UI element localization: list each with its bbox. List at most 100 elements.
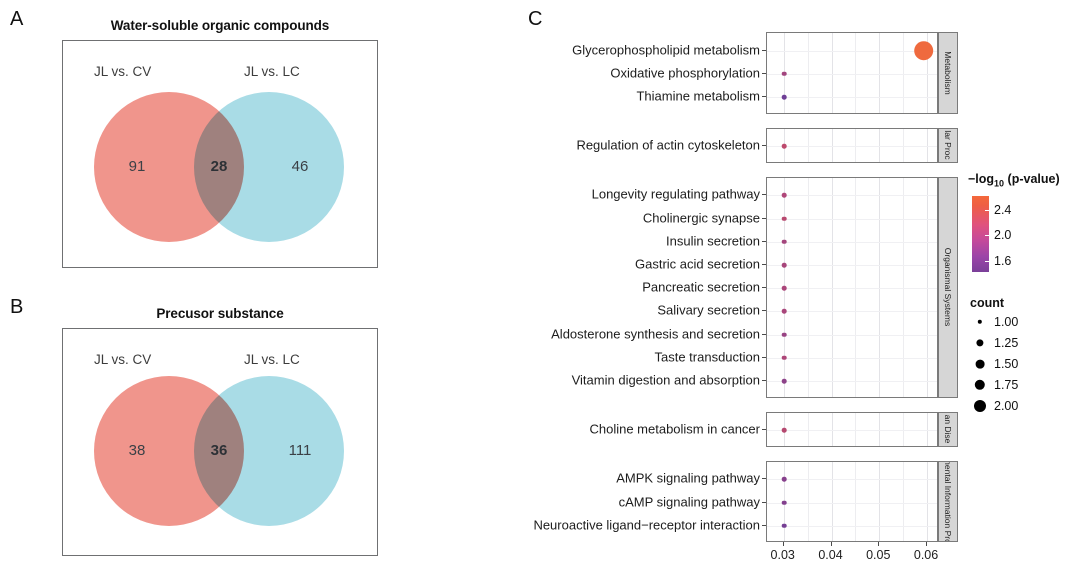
data-point[interactable]	[781, 262, 787, 268]
category-label: Regulation of actin cytoskeleton	[576, 137, 760, 153]
facet-panel	[766, 460, 938, 543]
data-point[interactable]	[781, 523, 787, 529]
gridline-vertical-major	[831, 177, 833, 397]
gridline-vertical-major	[927, 33, 929, 113]
color-legend-label: 2.4	[994, 202, 1012, 217]
gridline-horizontal	[767, 288, 937, 290]
facet-strip: Organismal Systems	[938, 176, 958, 398]
gridline-horizontal	[767, 311, 937, 313]
data-point[interactable]	[781, 309, 787, 314]
panel-letter-a: A	[10, 8, 24, 30]
y-axis-tick	[762, 429, 766, 431]
gridline-vertical-minor	[903, 33, 905, 113]
gridline-horizontal	[767, 334, 937, 336]
gridline-vertical-minor	[855, 128, 857, 162]
category-label: Choline metabolism in cancer	[589, 421, 760, 437]
facet-strip-label: lar Proc	[943, 130, 953, 160]
data-point[interactable]	[781, 216, 787, 221]
y-axis-tick	[762, 49, 766, 51]
gridline-vertical-minor	[807, 412, 809, 446]
facet-strip: an Dise	[938, 411, 958, 447]
gridline-horizontal	[767, 264, 937, 266]
venn-panel-a: Water-soluble organic compounds JL vs. C…	[62, 18, 378, 270]
y-axis-tick	[762, 478, 766, 480]
gridline-horizontal	[767, 218, 937, 220]
data-point[interactable]	[781, 143, 787, 149]
gridline-vertical-major	[879, 33, 881, 113]
gridline-vertical-minor	[903, 177, 905, 397]
gridline-horizontal	[767, 73, 937, 75]
gridline-vertical-minor	[855, 461, 857, 542]
y-axis-tick	[762, 217, 766, 219]
y-axis-tick	[762, 72, 766, 74]
data-point[interactable]	[781, 427, 787, 433]
y-axis-tick	[762, 333, 766, 335]
gridline-vertical-minor	[855, 412, 857, 446]
gridline-horizontal	[767, 380, 937, 382]
gridline-vertical-minor	[903, 412, 905, 446]
panel-letter-b: B	[10, 296, 24, 318]
color-legend-tick	[985, 260, 989, 262]
x-axis-tick	[782, 542, 784, 547]
size-legend-label: 1.50	[994, 357, 1019, 371]
venn-count-right-b: 111	[288, 442, 312, 459]
gridline-vertical-major	[927, 177, 929, 397]
y-axis-tick	[762, 356, 766, 358]
data-point[interactable]	[781, 332, 787, 337]
facet-strip: nental Information Pro	[938, 460, 958, 543]
facet-strip: Metabolism	[938, 32, 958, 114]
category-label: Glycerophospholipid metabolism	[572, 42, 760, 58]
venn-circle-right-b	[194, 376, 344, 526]
category-label: Vitamin digestion and absorption	[571, 372, 760, 388]
data-point[interactable]	[781, 355, 787, 361]
facet-strip-label: Metabolism	[943, 51, 953, 95]
data-point[interactable]	[781, 193, 787, 198]
gridline-horizontal	[767, 241, 937, 243]
venn-set-label-right-b: JL vs. LC	[244, 352, 300, 367]
facet-strip-label: Organismal Systems	[943, 247, 953, 327]
y-axis-tick	[762, 264, 766, 265]
gridline-vertical-major	[831, 128, 833, 162]
color-legend-tick	[985, 209, 989, 211]
y-axis-tick	[762, 194, 766, 196]
gridline-horizontal	[767, 430, 937, 432]
size-legend-dot	[976, 339, 984, 347]
gridline-vertical-major	[831, 461, 833, 542]
size-legend-label: 1.75	[994, 378, 1019, 392]
facet-panel	[766, 176, 938, 398]
gridline-vertical-major	[879, 412, 881, 446]
gridline-vertical-major	[927, 412, 929, 446]
data-point[interactable]	[781, 477, 787, 482]
venn-set-label-right-a: JL vs. LC	[244, 64, 300, 79]
data-point[interactable]	[781, 500, 787, 505]
data-point[interactable]	[781, 378, 787, 384]
panel-letter-c: C	[528, 8, 543, 30]
venn-set-label-left-a: JL vs. CV	[94, 64, 152, 79]
color-gradient-bar	[972, 196, 989, 272]
data-point[interactable]	[781, 94, 787, 100]
category-label: cAMP signaling pathway	[618, 494, 760, 510]
category-label: Cholinergic synapse	[642, 210, 760, 226]
venn-panel-b: Precusor substance JL vs. CV JL vs. LC 3…	[62, 306, 378, 558]
data-point[interactable]	[913, 40, 934, 61]
gridline-vertical-major	[927, 461, 929, 542]
facet-panel	[766, 32, 938, 114]
category-label: Salivary secretion	[657, 302, 760, 318]
size-legend-dot	[975, 359, 985, 369]
color-legend-title: −log10 (p-value)	[968, 172, 1060, 189]
y-axis-tick	[762, 145, 766, 147]
venn-count-left-b: 38	[128, 442, 146, 459]
data-point[interactable]	[781, 71, 787, 77]
color-legend-label: 1.6	[994, 253, 1012, 268]
size-legend-label: 2.00	[994, 399, 1019, 413]
gridline-horizontal	[767, 479, 937, 481]
gridline-vertical-major	[831, 412, 833, 446]
gridline-vertical-minor	[903, 128, 905, 162]
facet-strip: lar Proc	[938, 127, 958, 163]
venn-count-left-a: 91	[128, 158, 146, 175]
gridline-vertical-major	[927, 128, 929, 162]
data-point[interactable]	[781, 239, 787, 245]
data-point[interactable]	[781, 285, 787, 291]
x-axis-tick-label: 0.06	[913, 548, 939, 563]
category-label: Taste transduction	[654, 349, 760, 365]
